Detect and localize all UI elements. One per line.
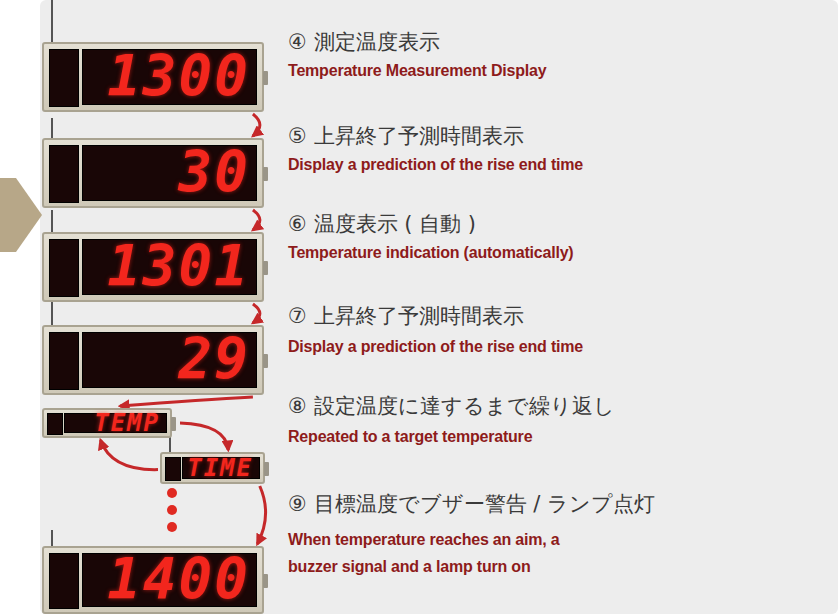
panel [40,0,838,614]
led-display: 29 [42,325,264,395]
flow-arrow [253,304,260,323]
digit-window [49,332,79,390]
step-label: ⑥ 温度表示 ( 自動 ) [288,210,476,238]
flow-arrow [253,210,260,230]
connector-nub [263,71,268,85]
display-value: TIME [187,456,253,480]
digit-window [49,145,79,203]
led-display: 30 [42,138,264,208]
digit-window: TEMP [64,413,167,433]
digit-window: 29 [82,332,257,388]
connector-nub [264,462,269,476]
led-display: 1301 [42,232,264,302]
display-value: 1301 [107,239,250,295]
chevron [0,178,42,252]
flow-arrow [120,397,253,406]
led-display: 1300 [42,42,264,112]
led-display: TIME [160,452,265,484]
flow-arrow [101,440,159,470]
connector-nub [263,354,268,368]
display-value: 29 [179,332,250,388]
step-description: Display a prediction of the rise end tim… [288,156,583,174]
digit-window [165,457,181,481]
flow-arrow [180,423,228,450]
continuation-dots [167,488,177,532]
step-description: Repeated to a target temperature [288,428,532,446]
digit-window [49,239,79,297]
display-value: 30 [179,145,250,201]
step-label: ④ 測定温度表示 [288,28,440,56]
step-label: ⑦ 上昇終了予測時間表示 [288,302,524,330]
flow-arrow [257,486,265,544]
step-label: ⑤ 上昇終了予測時間表示 [288,122,524,150]
connector-nub [171,417,176,431]
step-description: Temperature Measurement Display [288,62,547,80]
connector-nub [263,574,268,588]
digit-window: 1400 [82,553,257,607]
connector-nub [263,261,268,275]
digit-window [49,553,79,609]
step-label: ⑧ 設定温度に達するまで繰り返し [288,392,615,420]
step-description: Display a prediction of the rise end tim… [288,338,583,356]
step-description: Temperature indication (automatically) [288,244,574,262]
step-label: ⑨ 目標温度でブザー警告 / ランプ点灯 [288,490,655,518]
digit-window: TIME [182,457,260,479]
flow-arrow [253,114,260,136]
digit-window: 1300 [82,49,257,105]
digit-window: 1301 [82,239,257,295]
display-value: 1400 [107,552,250,608]
digit-window: 30 [82,145,257,201]
connector-nub [263,167,268,181]
display-value: TEMP [94,411,160,435]
display-value: 1300 [107,49,250,105]
led-display: 1400 [42,546,264,614]
digit-window [49,49,79,107]
led-display: TEMP [42,408,172,438]
step-description: When temperature reaches an aim, a buzze… [288,526,588,580]
digit-window [47,413,63,435]
